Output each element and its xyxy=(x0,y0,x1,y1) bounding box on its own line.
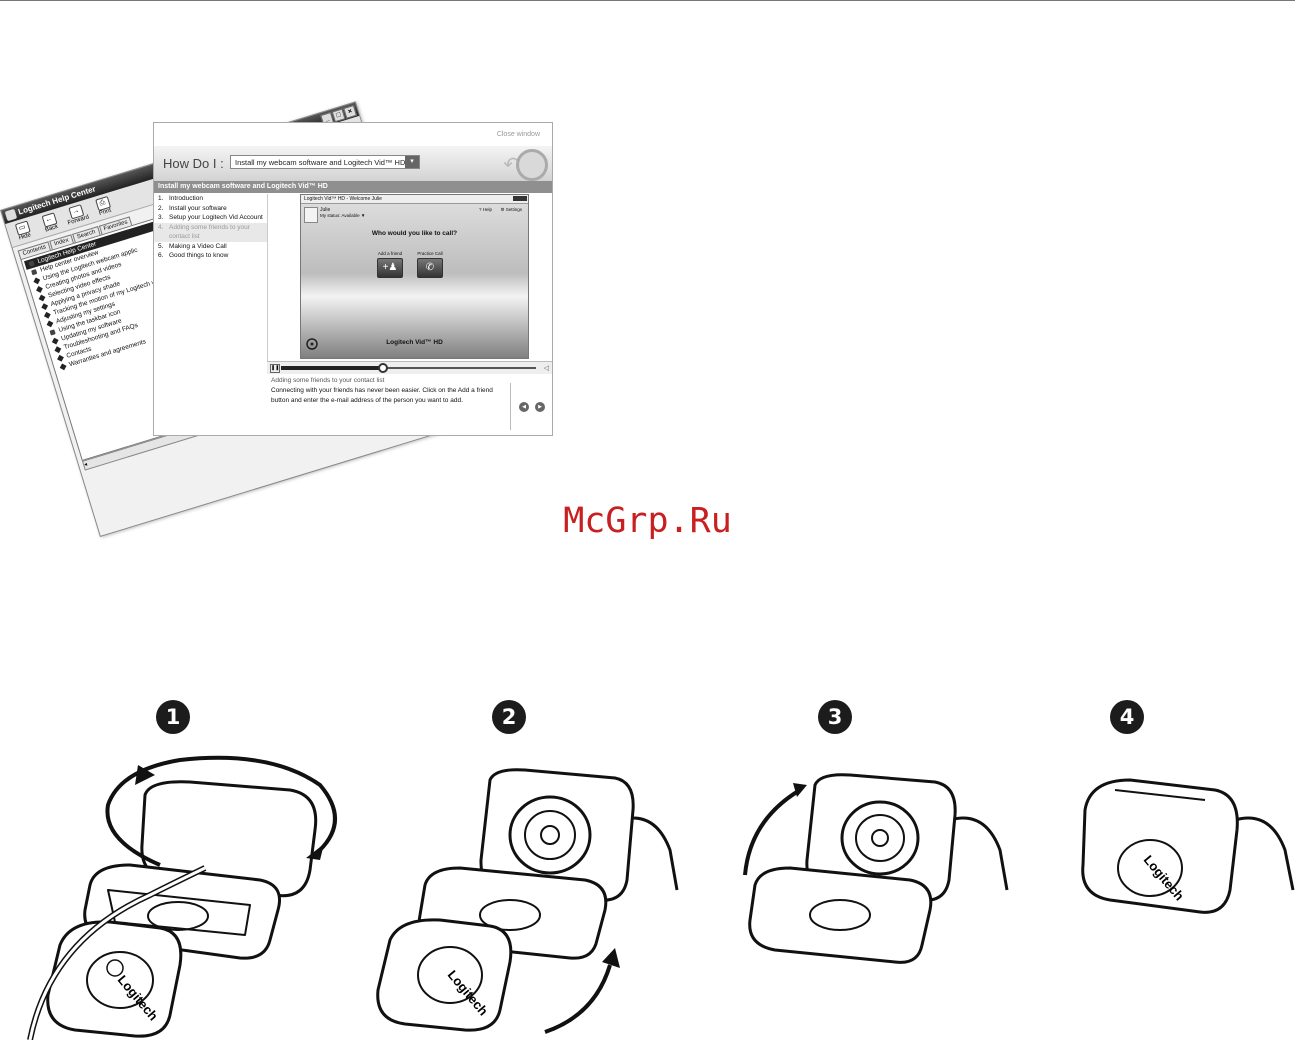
top-rule xyxy=(0,0,1295,1)
diamond-icon xyxy=(46,320,54,328)
practice-call-button: Practice Call ✆ xyxy=(417,251,443,278)
seek-track[interactable] xyxy=(281,367,536,369)
hide-button[interactable]: ▭Hide xyxy=(10,219,36,243)
video-frame: Julie My status: Available ▼ ? Help ⚙ Se… xyxy=(301,204,528,358)
help-link: ? Help xyxy=(478,207,492,212)
book-icon xyxy=(28,260,35,267)
settings-link: ⚙ Settings xyxy=(500,207,522,212)
video-window-controls xyxy=(513,196,527,201)
app-icon xyxy=(4,208,18,222)
user-name: Julie xyxy=(320,207,331,213)
close-window-button[interactable]: × xyxy=(343,104,357,119)
seek-handle[interactable] xyxy=(378,363,388,373)
caption-text: Connecting with your friends has never b… xyxy=(271,387,493,404)
step-1-rotate-illustration: Logitech xyxy=(27,755,337,1040)
scroll-left-icon[interactable]: ◂ xyxy=(83,461,89,469)
video-brand: Logitech Vid™ HD xyxy=(386,339,443,346)
how-do-i-window: Close window How Do I : Install my webca… xyxy=(153,122,553,436)
back-button[interactable]: ←Back xyxy=(37,211,63,235)
section-title: Install my webcam software and Logitech … xyxy=(154,181,552,193)
chevron-down-icon[interactable]: ▾ xyxy=(405,156,419,168)
diamond-icon xyxy=(54,346,62,354)
step-number-4: 4 xyxy=(1110,700,1144,734)
logitech-logo-icon xyxy=(306,338,318,350)
diamond-icon xyxy=(36,286,43,293)
step-list: 1.Introduction 2.Install your software 3… xyxy=(154,194,268,434)
diamond-icon xyxy=(57,354,64,362)
next-step-button[interactable]: ▶ xyxy=(535,402,545,412)
step-2-fold-illustration: Logitech xyxy=(376,768,679,1034)
step-number-2: 2 xyxy=(492,700,526,734)
caption-title: Adding some friends to your contact list xyxy=(271,377,385,384)
call-question: Who would you like to call? xyxy=(371,230,458,237)
previous-step-button[interactable]: ◀ xyxy=(519,402,529,412)
close-window-link[interactable]: Close window xyxy=(496,131,540,138)
diamond-icon xyxy=(38,294,46,302)
forward-button[interactable]: →Forward xyxy=(64,203,90,227)
step-item-good-things[interactable]: 6.Good things to know xyxy=(158,252,229,259)
phone-icon: ✆ xyxy=(417,258,443,278)
diamond-icon xyxy=(51,337,59,345)
add-friend-button: Add a friend +♟ xyxy=(377,251,403,278)
caption-divider xyxy=(510,383,511,430)
step-3-close-illustration xyxy=(743,773,1009,964)
orb-icon xyxy=(516,149,548,181)
step-item-install[interactable]: 2.Install your software xyxy=(158,204,227,212)
step-item-introduction[interactable]: 1.Introduction xyxy=(158,195,203,202)
step-4-closed-illustration: Logitech xyxy=(1081,778,1295,914)
print-button[interactable]: ⎙Print xyxy=(90,195,116,219)
video-window-title: Logitech Vid™ HD - Welcome Julie xyxy=(301,195,528,204)
watermark: McGrp.Ru xyxy=(563,501,732,541)
step-item-add-friends[interactable]: 4.Adding some friends to your contact li… xyxy=(154,222,267,242)
step-number-3: 3 xyxy=(818,700,852,734)
add-user-icon: +♟ xyxy=(377,258,403,278)
step-number-1: 1 xyxy=(156,700,190,734)
video-seek-bar: ❚❚ ◁ xyxy=(267,361,552,375)
avatar xyxy=(304,207,318,223)
step-item-video-call[interactable]: 5.Making a Video Call xyxy=(158,242,227,250)
user-status: My status: Available ▼ xyxy=(320,213,366,218)
page-icon xyxy=(31,269,38,276)
diamond-icon xyxy=(59,363,67,371)
caption-panel: Adding some friends to your contact list… xyxy=(267,374,552,435)
page-icon xyxy=(49,329,56,336)
volume-icon[interactable]: ◁ xyxy=(543,365,549,372)
how-do-i-label: How Do I : xyxy=(163,156,224,171)
swoosh-icon: ↶ xyxy=(503,154,520,176)
seek-progress xyxy=(281,366,383,370)
how-do-i-header: How Do I : Install my webcam software an… xyxy=(154,146,552,181)
diamond-icon xyxy=(43,311,51,319)
diamond-icon xyxy=(41,303,49,311)
diamond-icon xyxy=(33,277,41,285)
pause-button[interactable]: ❚❚ xyxy=(270,364,280,373)
step-item-account[interactable]: 3.Setup your Logitech Vid Account xyxy=(158,214,263,221)
topic-select-value: Install my webcam software and Logitech … xyxy=(235,158,406,167)
tutorial-video[interactable]: Logitech Vid™ HD - Welcome Julie Julie M… xyxy=(300,194,529,359)
topic-select[interactable]: Install my webcam software and Logitech … xyxy=(230,155,420,169)
